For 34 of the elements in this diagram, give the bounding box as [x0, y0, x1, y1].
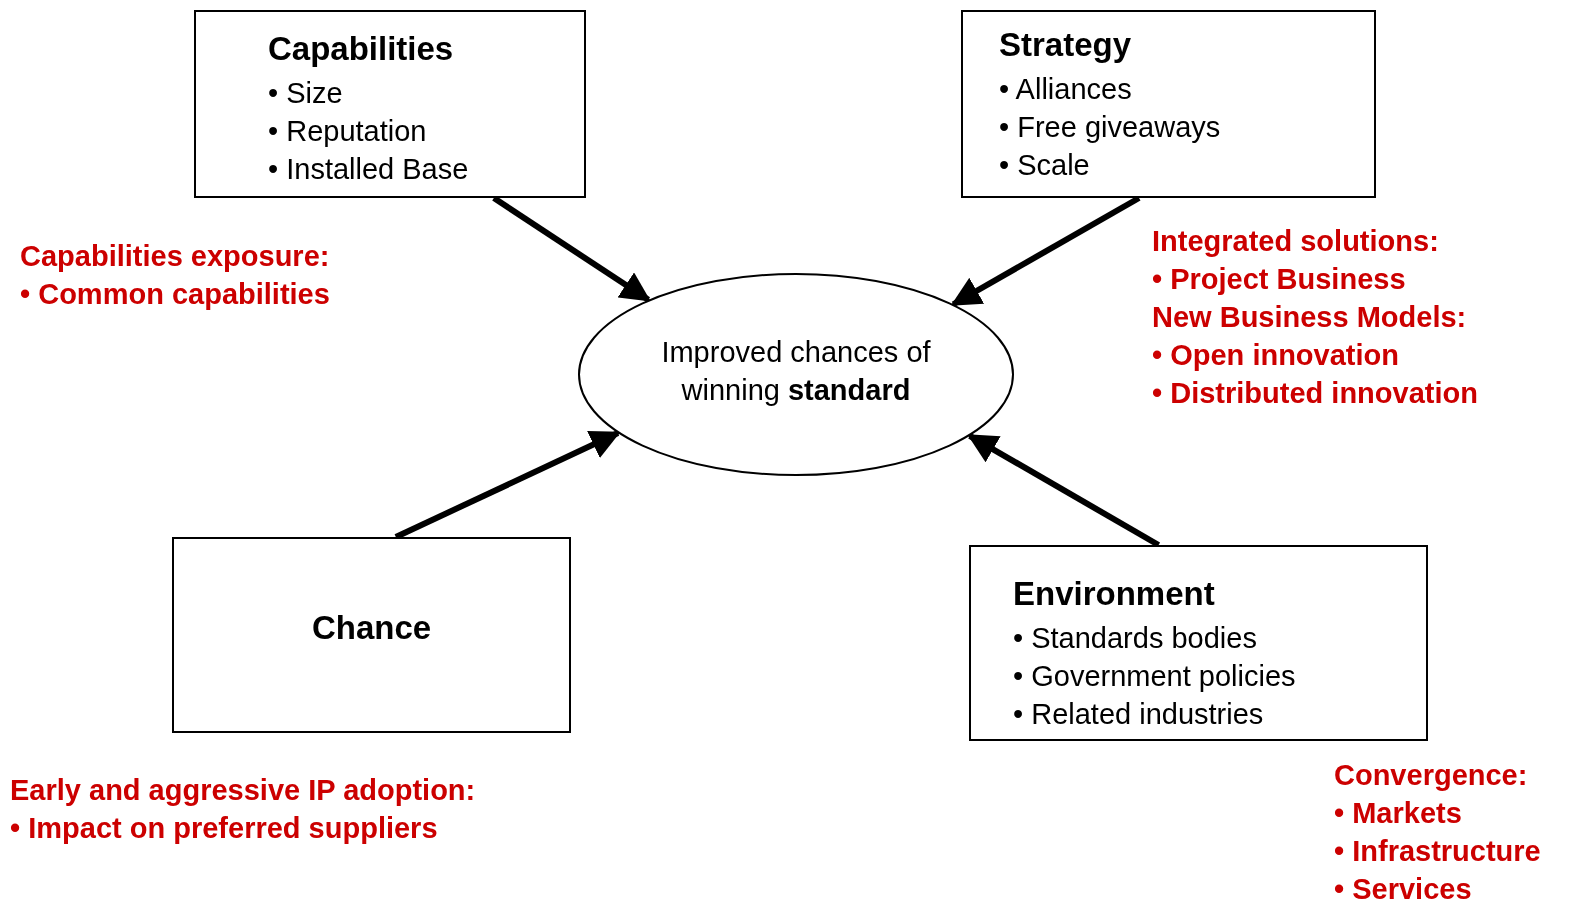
bullet-item: • Scale	[999, 148, 1090, 183]
annotation-text: • Open innovation	[1152, 338, 1399, 373]
annotation-text: Convergence:	[1334, 758, 1528, 793]
bullet-item: • Free giveaways	[999, 110, 1221, 145]
annotation-text: • Distributed innovation	[1152, 376, 1478, 411]
bullet-item: • Installed Base	[268, 152, 469, 187]
annotation-text: New Business Models:	[1152, 300, 1467, 335]
box-heading: Environment	[1013, 575, 1215, 613]
annotation-text: • Infrastructure	[1334, 834, 1541, 869]
annotation-text: Integrated solutions:	[1152, 224, 1439, 259]
annotation-text: Capabilities exposure:	[20, 239, 330, 274]
annotation-text: • Services	[1334, 872, 1472, 906]
annotation-text: • Project Business	[1152, 262, 1406, 297]
annotation-text: • Impact on preferred suppliers	[10, 811, 438, 846]
outcome-text: Improved chances of winning standard	[660, 335, 932, 408]
annotation-text: Early and aggressive IP adoption:	[10, 773, 476, 808]
bullet-item: • Standards bodies	[1013, 621, 1257, 656]
box-heading: Capabilities	[268, 30, 454, 68]
bullet-item: • Size	[268, 76, 343, 111]
factor-box	[969, 545, 1428, 741]
factor-box	[961, 10, 1376, 198]
annotation-text: • Common capabilities	[20, 277, 330, 312]
bullet-item: • Government policies	[1013, 659, 1296, 694]
box-heading: Strategy	[999, 26, 1132, 64]
bullet-item: • Related industries	[1013, 697, 1264, 732]
box-heading: Chance	[310, 609, 433, 647]
bullet-item: • Alliances	[999, 72, 1132, 107]
bullet-item: • Reputation	[268, 114, 427, 149]
arrow	[394, 430, 621, 540]
annotation-text: • Markets	[1334, 796, 1462, 831]
outcome-ellipse	[578, 273, 1014, 476]
factor-box	[194, 10, 586, 198]
arrow	[967, 433, 1161, 548]
factor-box	[172, 537, 571, 733]
